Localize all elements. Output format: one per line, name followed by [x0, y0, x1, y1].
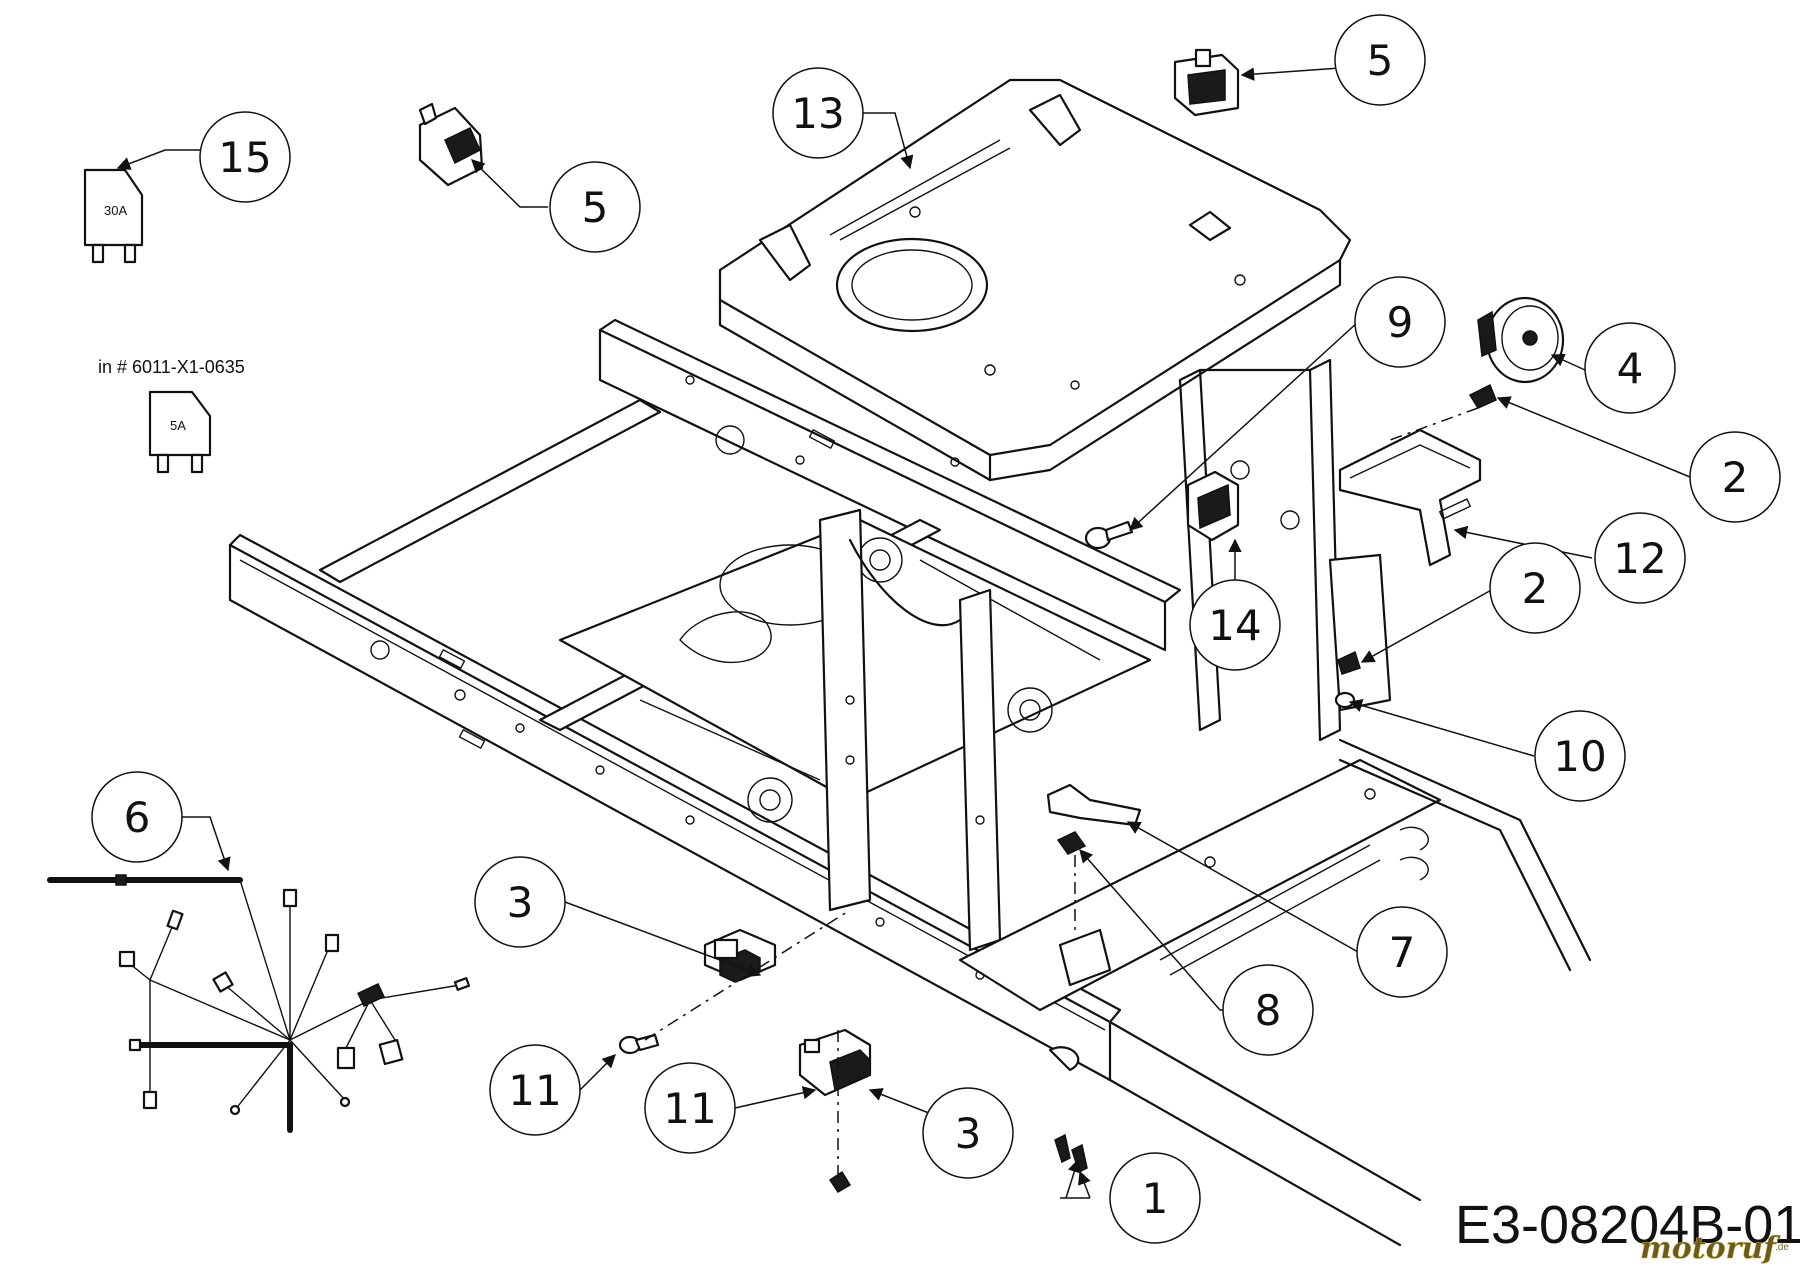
callout-11-left: 11	[489, 1044, 581, 1136]
svg-text:7: 7	[1389, 928, 1416, 977]
wire-harness-6	[47, 874, 471, 1133]
bracket-12	[1338, 428, 1482, 567]
leader-lines	[116, 67, 1691, 1199]
rail-holes	[370, 640, 985, 980]
svg-text:15: 15	[218, 133, 271, 182]
clip-7	[1046, 783, 1142, 827]
svg-text:9: 9	[1387, 298, 1414, 347]
knob-4	[1477, 296, 1565, 384]
callout-4: 4	[1584, 322, 1676, 414]
fuse-30a-rating: 30A	[104, 203, 127, 218]
callout-5-right: 5	[1334, 14, 1426, 106]
callout-10: 10	[1534, 710, 1626, 802]
svg-text:14: 14	[1208, 601, 1261, 650]
note-text: in # 6011-X1-0635	[98, 357, 245, 377]
diagram-code: E3-08204B-01	[1455, 1195, 1800, 1255]
switch-3-lower	[798, 1028, 872, 1097]
callout-2-bottom: 2	[1489, 542, 1581, 634]
svg-text:6: 6	[124, 793, 151, 842]
watermark-suffix: .de	[1775, 1242, 1789, 1253]
callout-7: 7	[1356, 906, 1448, 998]
svg-text:4: 4	[1617, 344, 1644, 393]
bolt-2-bottom	[1337, 650, 1361, 675]
callout-1: 1	[1109, 1152, 1201, 1244]
switch-5-right	[1173, 48, 1240, 117]
callout-14: 14	[1189, 579, 1281, 671]
bolt-11-bottom	[828, 1170, 852, 1194]
fuse-30a: 30A	[83, 168, 144, 264]
callout-15: 15	[199, 111, 291, 203]
fuse-5a: 5A	[148, 390, 212, 474]
svg-text:3: 3	[955, 1109, 982, 1158]
push-pins-1	[1054, 1133, 1088, 1174]
switch-3-upper	[703, 928, 777, 983]
callout-3-bottom: 3	[922, 1087, 1014, 1179]
callout-13: 13	[772, 67, 864, 159]
callout-bubbles: 1 2 2 3 3 4 5 5	[91, 14, 1781, 1244]
svg-text:10: 10	[1553, 732, 1606, 781]
svg-text:11: 11	[508, 1066, 561, 1115]
main-frame	[228, 318, 1592, 1247]
watermark-text: motoruf	[1640, 1231, 1781, 1266]
svg-text:12: 12	[1613, 534, 1666, 583]
svg-text:8: 8	[1255, 986, 1282, 1035]
callout-9: 9	[1354, 276, 1446, 368]
callout-12: 12	[1594, 512, 1686, 604]
seat-pan	[718, 78, 1352, 482]
bolt-11-left	[618, 1033, 660, 1055]
fuse-5a-rating: 5A	[170, 418, 186, 433]
svg-text:2: 2	[1722, 453, 1749, 502]
bolt-2-top	[1468, 383, 1497, 409]
screw-9	[1084, 520, 1134, 550]
callout-8: 8	[1222, 964, 1314, 1056]
svg-text:11: 11	[663, 1084, 716, 1133]
svg-text:5: 5	[582, 183, 609, 232]
relay-14	[1186, 470, 1240, 542]
callout-3-top: 3	[474, 856, 566, 948]
svg-text:5: 5	[1367, 36, 1394, 85]
switch-5-left	[418, 102, 484, 187]
callout-2-top: 2	[1689, 431, 1781, 523]
nut-8	[1056, 831, 1087, 855]
svg-text:13: 13	[791, 89, 844, 138]
washer-10	[1334, 691, 1356, 709]
svg-text:2: 2	[1522, 564, 1549, 613]
callout-5-left: 5	[549, 161, 641, 253]
watermark-logo: motoruf .de	[1640, 1231, 1790, 1267]
center-lines	[644, 407, 1479, 1180]
callout-6: 6	[91, 771, 183, 863]
svg-text:1: 1	[1142, 1174, 1169, 1223]
svg-text:3: 3	[507, 878, 534, 927]
callout-11-right: 11	[644, 1062, 736, 1154]
